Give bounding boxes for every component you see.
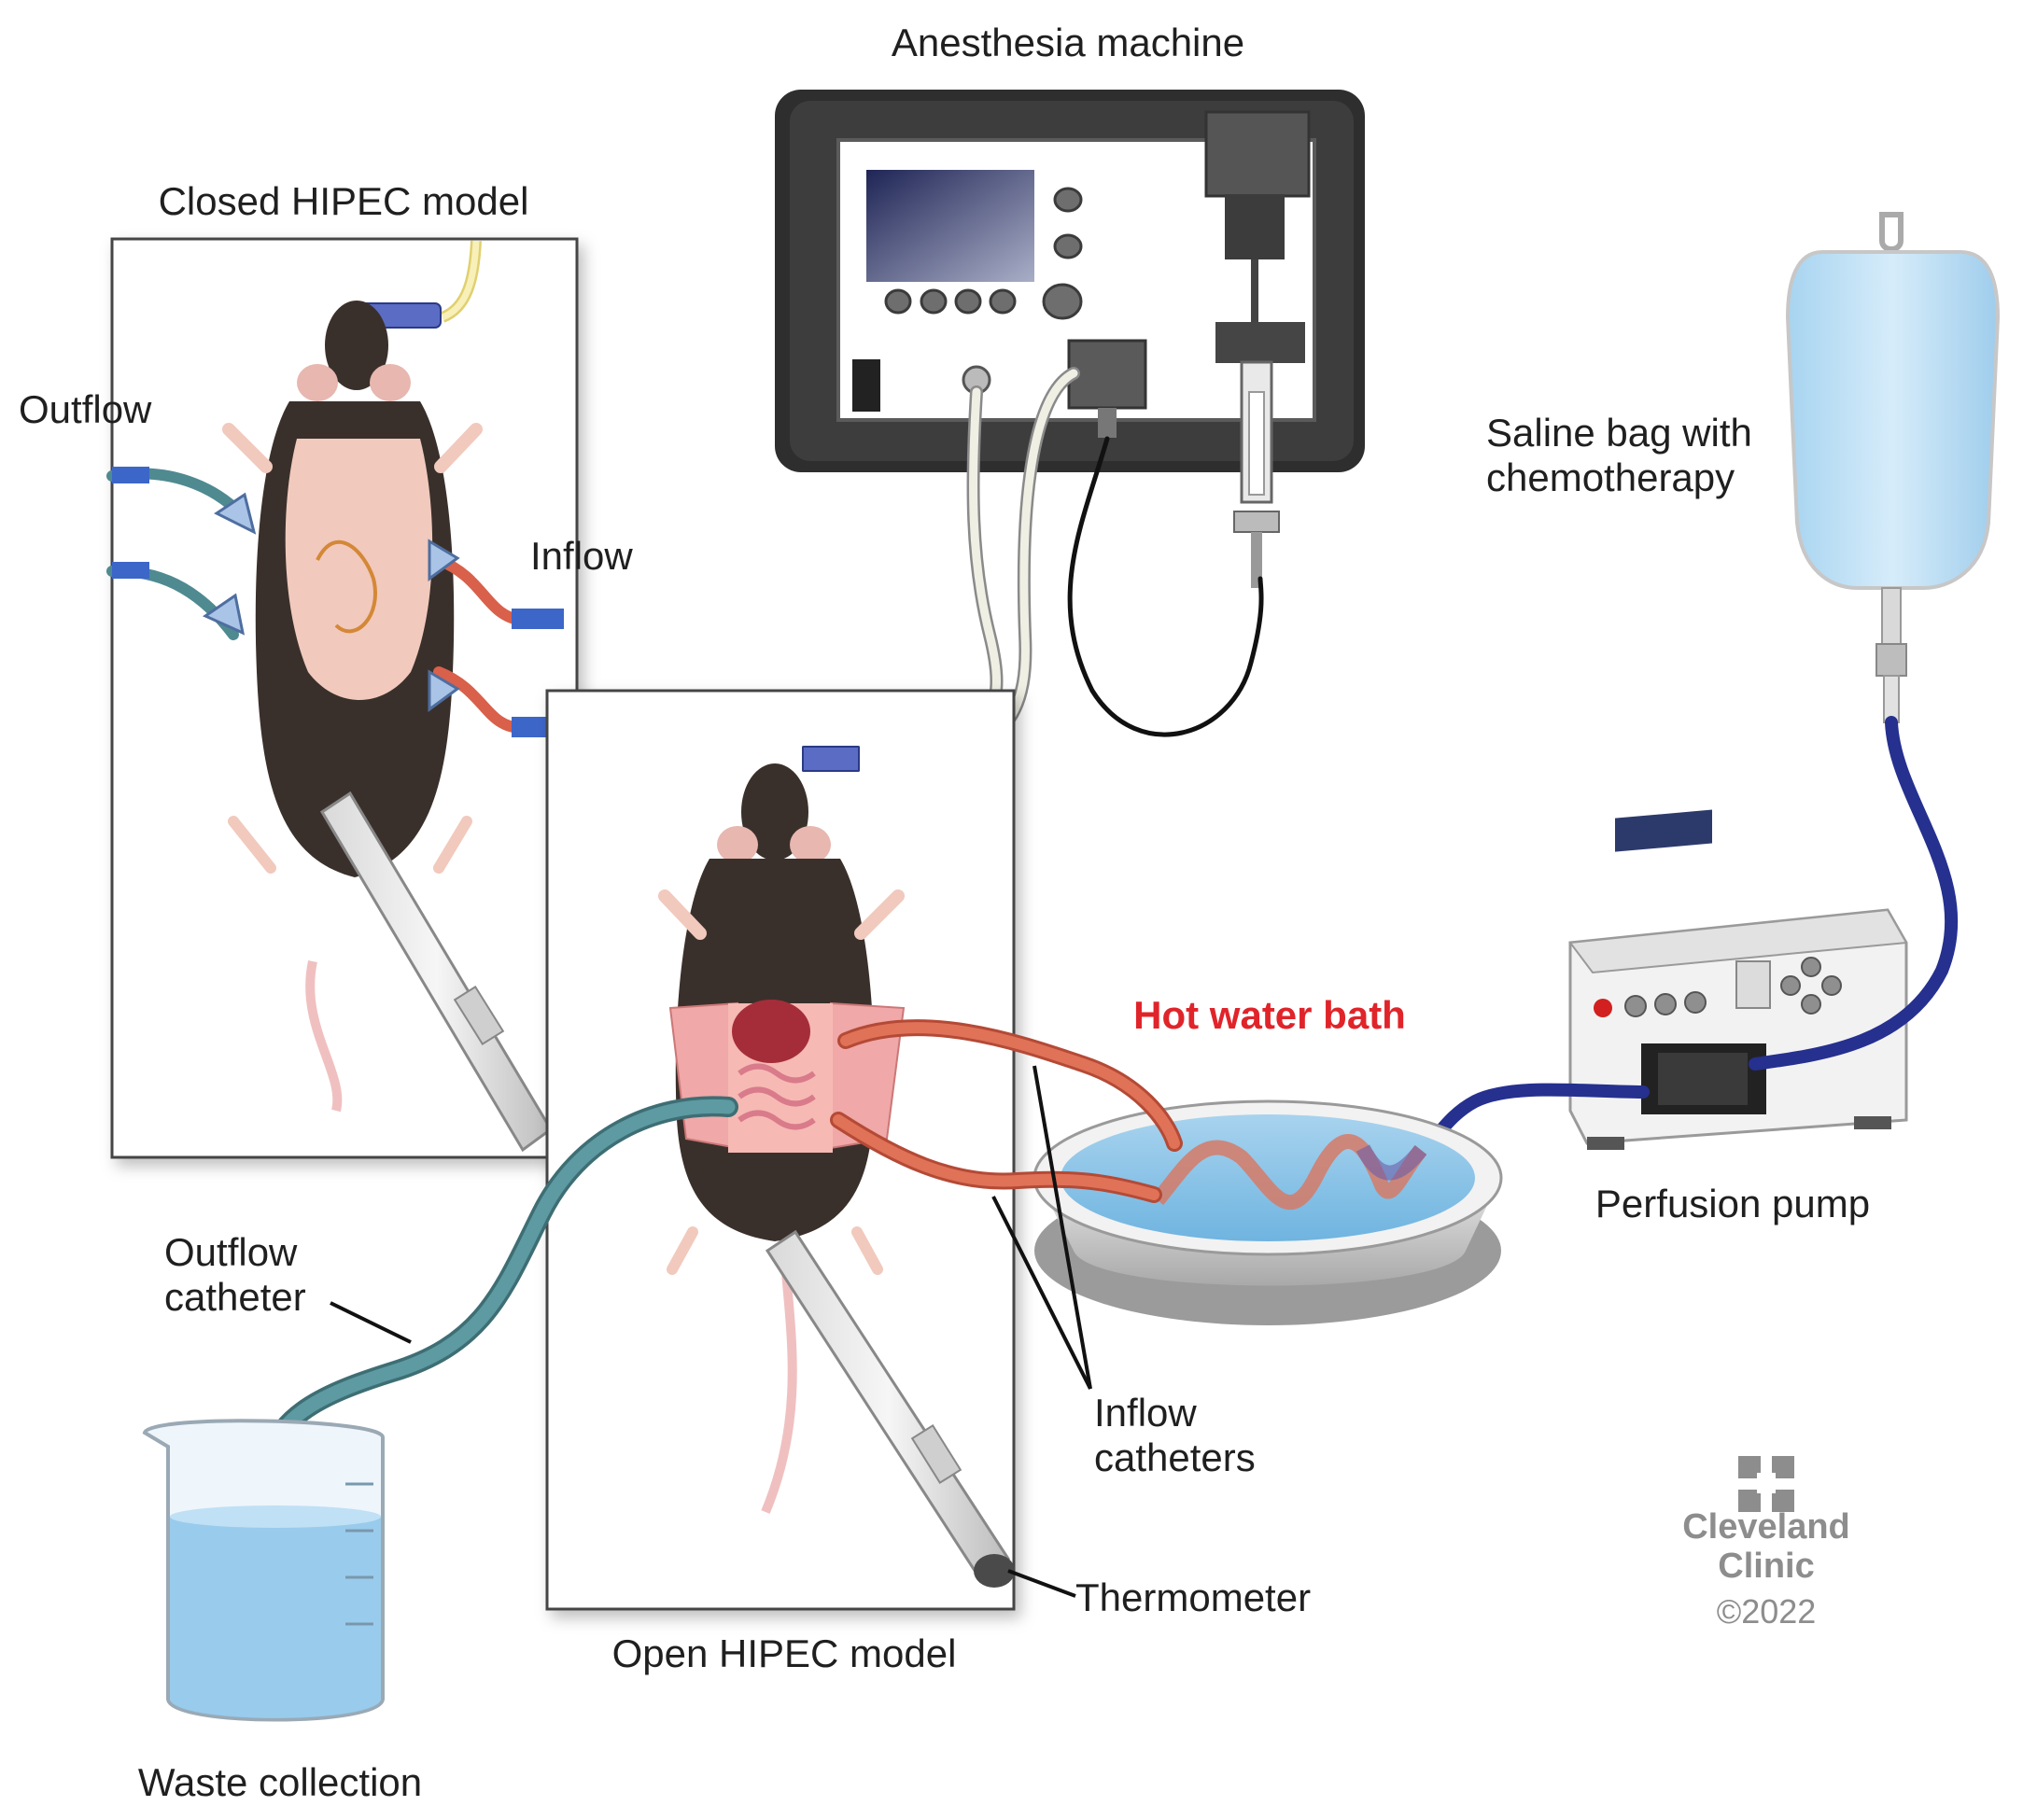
saline-bag-label-line1: Saline bag with <box>1486 411 1752 455</box>
outflow-catheter-label-line1: Outflow <box>164 1230 298 1274</box>
saline-bag-label: Saline bag with chemotherapy <box>1486 411 1752 500</box>
closed-model-label: Closed HIPEC model <box>158 179 529 223</box>
logo-copyright: ©2022 <box>1716 1592 1817 1631</box>
hot-water-bath-label: Hot water bath <box>1133 993 1406 1037</box>
logo-name-line1: Cleveland <box>1682 1507 1850 1547</box>
closed-thermometer <box>319 791 553 1153</box>
perfusion-pump-label: Perfusion pump <box>1594 1182 1871 1225</box>
open-thermometer <box>765 1229 1015 1588</box>
cleveland-clinic-logo-text: Cleveland Clinic ©2022 <box>1682 1507 1850 1632</box>
inflow-label: Inflow <box>530 534 633 578</box>
outflow-catheter-label: Outflow catheter <box>164 1230 306 1320</box>
cleveland-clinic-logo-icon <box>1738 1456 1794 1512</box>
pressure-sensor <box>1067 339 1147 410</box>
outflow-catheter-label-line2: catheter <box>164 1275 306 1319</box>
logo-name-line2: Clinic <box>1718 1547 1815 1586</box>
saline-bag-label-line2: chemotherapy <box>1486 455 1735 499</box>
anesthesia-machine-label: Anesthesia machine <box>891 21 1245 64</box>
anesthesia-machine <box>775 90 1365 588</box>
heating-coil <box>1151 1134 1427 1210</box>
closed-hipec-panel <box>106 237 579 1159</box>
outflow-label: Outflow <box>19 387 152 431</box>
thermometer-label: Thermometer <box>1075 1575 1312 1619</box>
saline-bag <box>1785 212 2001 723</box>
machine-knobs <box>884 187 1083 320</box>
perfusion-pump <box>1568 809 1908 1150</box>
syringe-pump <box>1204 110 1311 588</box>
leader-lines <box>330 1065 1092 1598</box>
open-hipec-panel <box>545 689 1016 1611</box>
power-switch <box>852 359 880 412</box>
waste-beaker <box>142 1419 385 1722</box>
pump-display <box>1615 809 1712 852</box>
inflow-catheters-label-line2: catheters <box>1094 1435 1256 1479</box>
hot-water-bath <box>1033 1099 1503 1325</box>
closed-inflow-catheters <box>433 554 564 737</box>
closed-model-mouse <box>222 301 483 1113</box>
inflow-catheters-label: Inflow catheters <box>1094 1391 1256 1480</box>
inflow-catheters-label-line1: Inflow <box>1094 1391 1197 1435</box>
machine-screen <box>866 170 1034 282</box>
open-inflow-catheters <box>830 1019 1183 1203</box>
waste-collection-label: Waste collection <box>137 1760 423 1804</box>
open-model-label: Open HIPEC model <box>611 1631 957 1675</box>
